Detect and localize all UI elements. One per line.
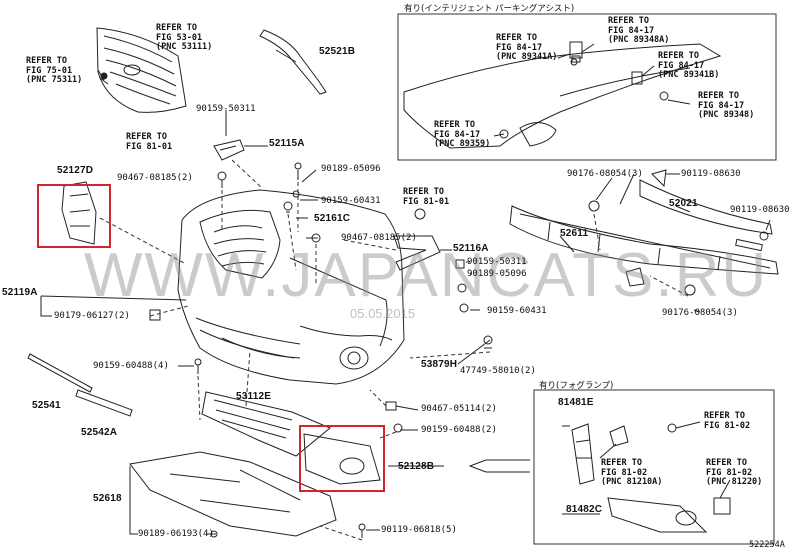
refer-fig-53-01[interactable]: REFER TO FIG 53-01 (PNC 53111)	[156, 23, 213, 52]
watermark-date: 05.05.2015	[350, 306, 416, 321]
fastener-label-90119-08630-right[interactable]: 90119-08630	[730, 205, 790, 215]
parking-assist-inset-frame	[397, 13, 777, 161]
parking-assist-caption: 有り(インテリジェント パーキングアシスト)	[404, 4, 575, 14]
watermark-site: WWW.JAPANCATS.RU	[84, 241, 769, 310]
part-label-52119a[interactable]: 52119A	[2, 287, 38, 298]
highlight-box-52127d	[37, 184, 111, 248]
refer-fig-84-17-89341b[interactable]: REFER TO FIG 84-17 (PNC 89341B)	[658, 51, 720, 80]
refer-fig-84-17-89359[interactable]: REFER TO FIG 84-17 (PNC 89359)	[434, 120, 491, 149]
part-label-53879h[interactable]: 53879H	[421, 359, 458, 370]
part-label-52521b[interactable]: 52521B	[319, 46, 356, 57]
fastener-drawings	[149, 162, 769, 538]
grille-drawing	[96, 27, 187, 113]
fastener-label-90119-08630-top[interactable]: 90119-08630	[681, 169, 741, 179]
bracket-52127d-drawing	[61, 181, 97, 245]
refer-fig-81-01-left[interactable]: REFER TO FIG 81-01	[126, 132, 173, 152]
fog-cover-52128b-drawing	[303, 433, 381, 485]
moulding-52521b-drawing	[259, 29, 327, 95]
bracket-52116a-drawing	[393, 235, 441, 271]
fastener-label-90159-60431-right[interactable]: 90159-60431	[487, 306, 547, 316]
fog-lamp-caption: 有り(フォグランプ)	[539, 381, 614, 391]
fastener-label-90467-08185-left[interactable]: 90467-08185(2)	[117, 173, 193, 183]
part-label-52541[interactable]: 52541	[32, 400, 61, 411]
part-label-81482c[interactable]: 81482C	[566, 504, 603, 515]
fastener-label-90467-05114[interactable]: 90467-05114(2)	[421, 404, 497, 414]
refer-fig-84-17-89341a[interactable]: REFER TO FIG 84-17 (PNC 89341A)	[496, 33, 558, 62]
fastener-label-90159-60488-4[interactable]: 90159-60488(4)	[93, 361, 169, 371]
fastener-label-90189-05096-right[interactable]: 90189-05096	[467, 269, 527, 279]
fastener-label-90176-08054-top[interactable]: 90176-08054(3)	[567, 169, 643, 179]
fog-lamp-inset-frame	[533, 389, 775, 545]
strip-52541-drawing	[27, 353, 93, 393]
part-label-52618[interactable]: 52618	[93, 493, 122, 504]
part-label-52611[interactable]: 52611	[560, 228, 589, 239]
refer-fig-81-01-right[interactable]: REFER TO FIG 81-01	[403, 187, 450, 207]
refer-fig-81-02-81220[interactable]: REFER TO FIG 81-02 (PNC 81220)	[706, 458, 763, 487]
lower-grille-53112e-drawing	[201, 391, 331, 457]
refer-fig-75-01[interactable]: REFER TO FIG 75-01 (PNC 75311)	[26, 56, 83, 85]
part-label-52116a[interactable]: 52116A	[453, 243, 489, 254]
refer-fig-84-17-89348[interactable]: REFER TO FIG 84-17 (PNC 89348)	[698, 91, 755, 120]
fastener-label-90176-08054-bottom[interactable]: 90176-08054(3)	[662, 308, 738, 318]
part-label-52161c[interactable]: 52161C	[314, 213, 351, 224]
fastener-label-90179-06127[interactable]: 90179-06127(2)	[54, 311, 130, 321]
fastener-label-90119-06818[interactable]: 90119-06818(5)	[381, 525, 457, 535]
part-label-52127d[interactable]: 52127D	[57, 165, 94, 176]
refer-fig-81-02-top[interactable]: REFER TO FIG 81-02	[704, 411, 751, 431]
part-label-52542a[interactable]: 52542A	[81, 427, 118, 438]
part-label-52128b[interactable]: 52128B	[398, 461, 435, 472]
diagram-id: 52225​4A	[749, 540, 785, 550]
highlight-box-52128b	[299, 425, 385, 492]
retainer-52115a-drawing	[213, 139, 245, 161]
inset-arrow	[468, 459, 530, 473]
fastener-label-90189-06193[interactable]: 90189-06193(4)	[138, 529, 214, 539]
reinforcement-drawing	[509, 169, 779, 287]
part-label-52021[interactable]: 52021	[669, 198, 698, 209]
part-label-81481e[interactable]: 81481E	[558, 397, 594, 408]
under-cover-52618-drawing	[129, 451, 337, 537]
fastener-label-47749-58010[interactable]: 47749-58010(2)	[460, 366, 536, 376]
fastener-label-90467-08185-right[interactable]: 90467-08185(2)	[341, 233, 417, 243]
fastener-label-90159-50311-right[interactable]: 90159-50311	[467, 257, 527, 267]
part-label-52115a[interactable]: 52115A	[269, 138, 305, 149]
fastener-label-90189-05096-top[interactable]: 90189-05096	[321, 164, 381, 174]
fastener-label-90159-60488-2[interactable]: 90159-60488(2)	[421, 425, 497, 435]
fastener-label-90159-50311-top[interactable]: 90159-50311	[196, 104, 256, 114]
refer-fig-81-02-81210a[interactable]: REFER TO FIG 81-02 (PNC 81210A)	[601, 458, 663, 487]
strip-52542a-drawing	[75, 389, 133, 417]
bumper-cover-drawing	[177, 189, 405, 385]
refer-fig-84-17-89348a[interactable]: REFER TO FIG 84-17 (PNC 89348A)	[608, 16, 670, 45]
fastener-label-90159-60431-top[interactable]: 90159-60431	[321, 196, 381, 206]
part-label-53112e[interactable]: 53112E	[236, 391, 272, 402]
